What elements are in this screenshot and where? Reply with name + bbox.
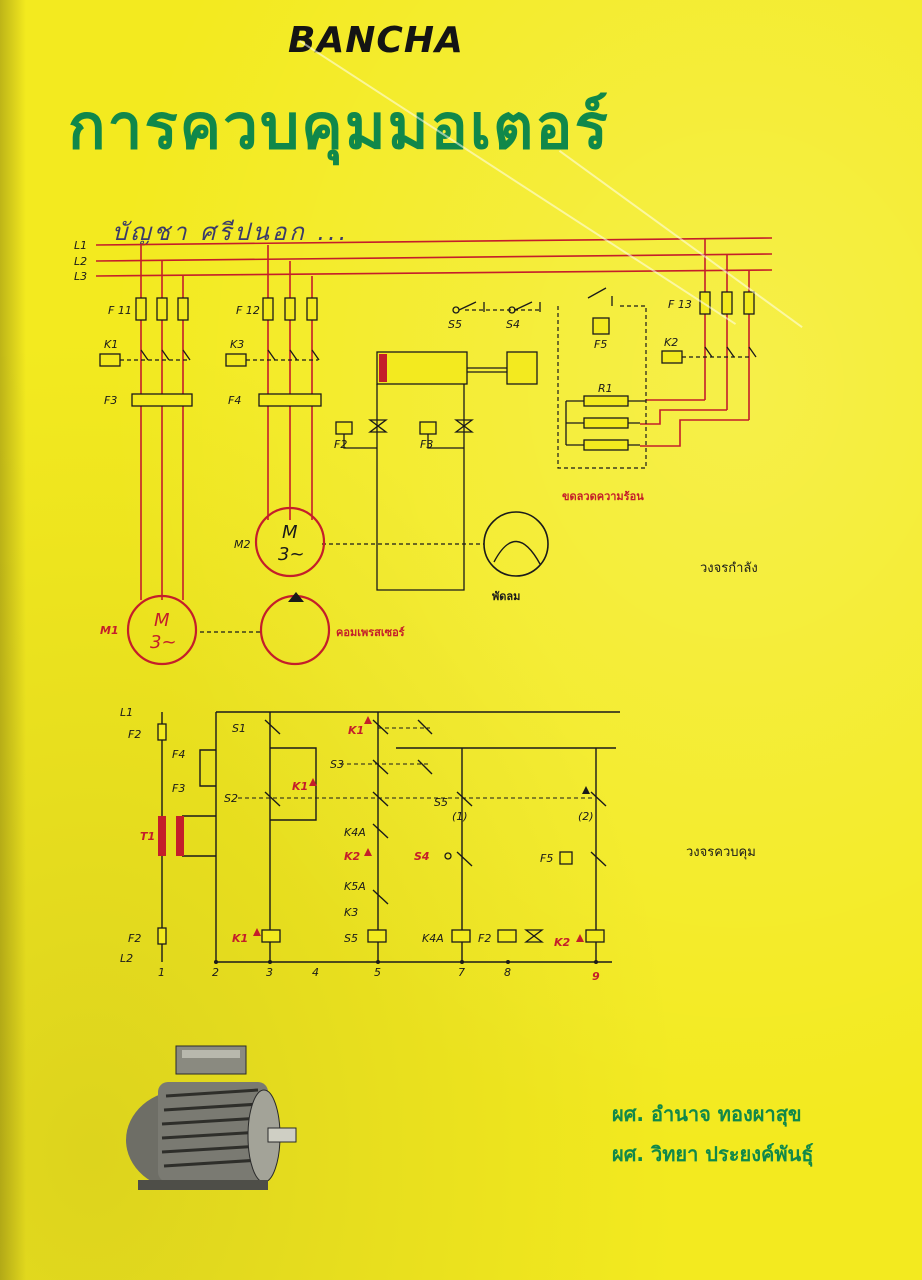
transformer-primary [158,816,166,856]
node-2: 2 [212,966,219,979]
control-thermostat-f5: F5 [540,852,553,865]
power-circuit-section-label: วงจรกำลัง [700,561,758,576]
spine-shadow [0,0,26,1280]
node-4: 4 [312,966,319,979]
protection-f4-label: F4 [172,748,185,761]
motor-m2-circle [254,506,326,578]
cylinder-piston [379,354,387,382]
contact-k5a: K5A [344,880,366,893]
compressor-label: คอมเพรสเซอร์ [336,626,405,639]
authors-block: ผศ. อำนาจ ทองผาสุข ผศ. วิทยา ประยงค์พันธ… [612,1094,813,1174]
switch-s2-label: S2 [224,792,238,805]
heater-label: ขดลวดความร้อน [562,490,644,503]
valve-f3-label: F3 [420,438,433,451]
coil-k4a-label: K4A [422,932,444,945]
contactor-k1-label: K1 [104,338,118,351]
transformer-secondary [176,816,184,856]
overload-f3-label: F3 [104,394,117,407]
node-5: 5 [374,966,381,979]
contactor-k2-label: K2 [664,336,678,349]
svg-text:L1: L1 [74,239,87,252]
electric-motor-illustration [126,1045,297,1190]
owner-scribble: บัญชา ศรีปนอก ... [112,218,350,246]
node-1: 1 [158,966,165,979]
fuse-f13-label: F 13 [668,298,692,311]
fan-circle [483,511,549,577]
protection-f3-label: F3 [172,782,185,795]
control-circuit-section-label: วงจรควบคุม [686,845,756,860]
node-3: 3 [266,966,273,979]
control-line-l2: L2 [120,952,133,965]
fan-label: พัดลม [492,590,520,603]
svg-text:L3: L3 [74,270,87,283]
thermostat-f5-label: F5 [594,338,607,351]
control-line-l1: L1 [120,706,133,719]
contact-k1-top: K1 [348,724,364,737]
switch-s3-label: S3 [330,758,344,771]
node-9: 9 [592,970,600,983]
overload-f4-label: F4 [228,394,241,407]
switch-s5-label: S5 [448,318,462,331]
motor-m2-symbol: M [282,522,298,543]
book-title: การควบคุมมอเตอร์ [68,90,610,163]
switch-s1-label: S1 [232,722,246,735]
switch-s4-control-label: S4 [414,850,430,863]
valve-f2-label: F2 [334,438,347,451]
switch-s4-label: S4 [506,318,520,331]
author-1: ผศ. อำนาจ ทองผาสุข [612,1102,802,1126]
control-fuse-bottom: F2 [128,932,141,945]
contact-k4a: K4A [344,826,366,839]
branch-mark-2: (2) [578,810,594,823]
motor-m1-symbol: M [154,610,170,631]
control-fuse-top: F2 [128,728,141,741]
branch-mark-1: (1) [452,810,468,823]
motor-m1-id: M1 [100,624,119,637]
motor-m2-id: M2 [234,538,251,551]
switch-s5-control-label: S5 [434,796,448,809]
coil-k1-label-tag: K1 [232,932,248,945]
node-8: 8 [504,966,511,979]
motor-m1-circle [126,594,198,666]
coil-f2-label: F2 [478,932,491,945]
contact-k3: K3 [344,906,358,919]
handwritten-owner-name: BANCHA [288,20,464,61]
resistor-r1-label: R1 [598,382,613,395]
fuse-f12-label: F 12 [236,304,260,317]
motor-m1-phase: 3~ [150,632,177,653]
compressor-circle [259,594,331,666]
coil-s5-label: S5 [344,932,358,945]
coil-k2-label-tag: K2 [554,936,571,949]
motor-m2-phase: 3~ [278,544,305,565]
transformer-label: T1 [140,830,155,843]
contact-k1-hold: K1 [292,780,308,793]
svg-text:L2: L2 [74,255,87,268]
author-2: ผศ. วิทยา ประยงค์พันธุ์ [612,1142,814,1166]
contactor-k3-label: K3 [230,338,244,351]
contact-k2: K2 [344,850,361,863]
node-7: 7 [458,966,465,979]
fuse-f11-label: F 11 [108,304,132,317]
